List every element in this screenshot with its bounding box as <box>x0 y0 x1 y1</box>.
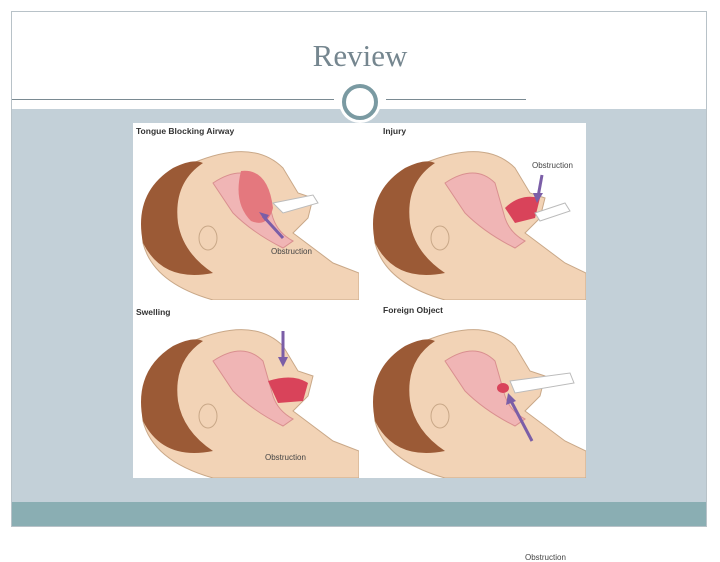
head-illustration <box>141 329 359 478</box>
obstruction-label: Obstruction <box>271 247 312 256</box>
obstruction-label: Obstruction <box>532 161 573 170</box>
panel-injury: Injury Obstruction <box>360 123 586 300</box>
panel-label: Foreign Object <box>383 305 443 315</box>
circle-ornament-icon <box>339 81 381 123</box>
panel-label: Swelling <box>136 307 171 317</box>
title-rule-right <box>386 99 526 100</box>
airway-obstruction-figure: Tongue Blocking Airway Obstruction Injur… <box>133 123 586 562</box>
title-rule-left <box>12 99 334 100</box>
slide-frame <box>11 11 707 527</box>
slide-title: Review <box>312 38 408 73</box>
panel-label: Injury <box>383 126 407 136</box>
panel-foreign-object: Foreign Object Obstruction <box>360 301 586 562</box>
head-illustration <box>373 151 586 300</box>
footer-bar <box>12 502 706 526</box>
panel-swelling: Swelling Obstruction <box>133 301 359 478</box>
head-illustration <box>141 151 359 300</box>
obstruction-label: Obstruction <box>265 453 306 462</box>
panel-tongue-blocking-airway: Tongue Blocking Airway Obstruction <box>133 123 359 300</box>
head-illustration <box>373 329 586 478</box>
obstruction-label: Obstruction <box>525 553 566 562</box>
panel-label: Tongue Blocking Airway <box>136 126 235 136</box>
